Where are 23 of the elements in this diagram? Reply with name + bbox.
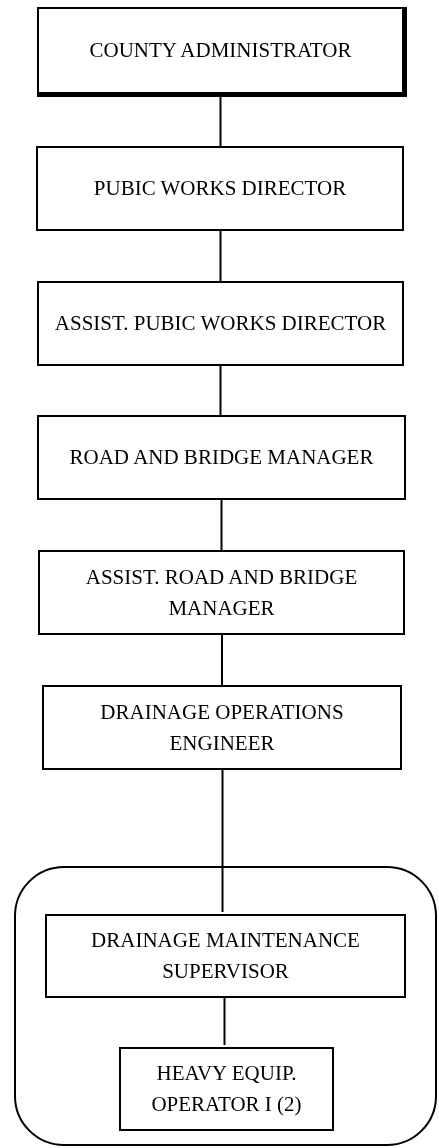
connector-line (220, 499, 223, 551)
position-box (37, 281, 404, 366)
position-title: DRAINAGE OPERATIONS ENGINEER (99, 698, 345, 757)
connector-line (219, 230, 222, 282)
connector-line (221, 769, 224, 913)
position-title: DRAINAGE MAINTENANCE SUPERVISOR (90, 927, 361, 985)
position-title: COUNTY ADMINISTRATOR (88, 37, 353, 64)
position-title: HEAVY EQUIP. OPERATOR I (2) (150, 1060, 303, 1118)
position-box (42, 685, 402, 770)
position-box (45, 914, 406, 998)
position-box (37, 415, 406, 500)
connector-line (221, 634, 223, 686)
connector-line (219, 365, 222, 416)
group-outline (14, 866, 437, 1146)
position-title: PUBIC WORKS DIRECTOR (92, 175, 348, 202)
position-title: ASSIST. PUBIC WORKS DIRECTOR (53, 310, 388, 337)
position-title: ASSIST. ROAD AND BRIDGE MANAGER (84, 563, 359, 622)
position-box (36, 146, 404, 231)
position-box (119, 1047, 334, 1131)
position-title: ROAD AND BRIDGE MANAGER (68, 444, 375, 471)
connector-line (219, 96, 222, 147)
position-box (38, 550, 405, 635)
position-box (37, 7, 407, 97)
